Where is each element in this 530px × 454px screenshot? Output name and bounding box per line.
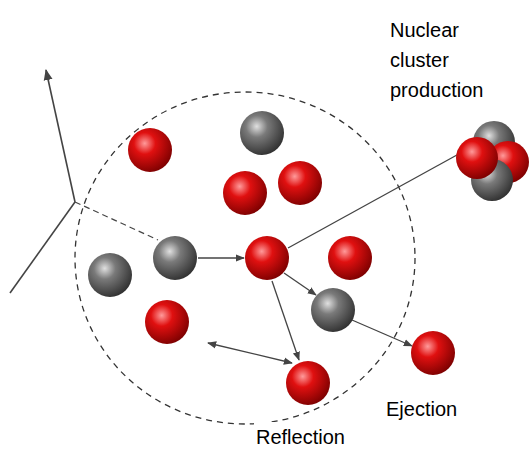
neutron (311, 288, 355, 332)
proton (128, 128, 172, 172)
track-line (10, 202, 75, 293)
collision-arrow (198, 257, 244, 258)
neutron (88, 253, 132, 297)
proton (223, 171, 267, 215)
reflection-label: Reflection (254, 422, 398, 452)
neutron (240, 111, 284, 155)
ejection-arrow (352, 320, 412, 346)
nuclear-cluster (456, 121, 529, 201)
track-arrow (46, 70, 75, 202)
ejection-label: Ejection (384, 394, 518, 424)
proton (286, 361, 330, 405)
proton (278, 161, 322, 205)
proton (245, 236, 289, 280)
collision-arrow (284, 273, 316, 295)
reflection-arrow (208, 343, 292, 363)
proton (456, 137, 498, 179)
process-label: Nuclear cluster production (388, 15, 504, 105)
proton (145, 300, 189, 344)
neutron (153, 236, 197, 280)
nucleus-boundary (75, 92, 415, 424)
proton (328, 236, 372, 280)
proton (411, 331, 455, 375)
collision-arrow (272, 281, 299, 360)
dashed-track (75, 202, 158, 240)
